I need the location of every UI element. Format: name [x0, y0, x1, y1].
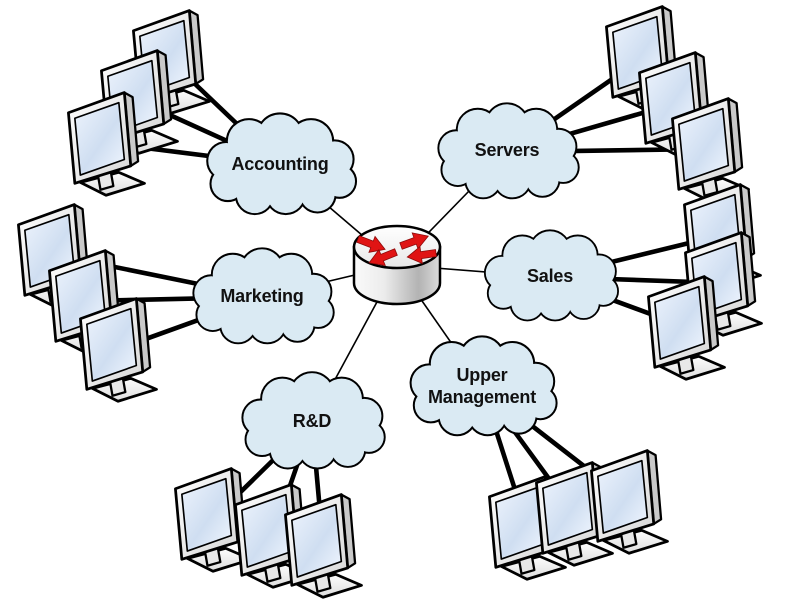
monitor-icon — [79, 297, 158, 403]
cloud-icon-accounting — [208, 114, 355, 213]
router-icon — [352, 224, 442, 306]
cloud-icon-sales — [483, 229, 619, 322]
workstation-cluster-marketing — [17, 203, 158, 403]
workstation-cluster-rnd — [174, 467, 363, 599]
cloud-icon-rnd — [243, 373, 383, 467]
workstation-cluster-accounting — [67, 9, 211, 197]
workstation-cluster-servers — [605, 5, 750, 203]
monitor-icon — [590, 449, 669, 555]
workstation-cluster-upper-management — [488, 449, 669, 581]
monitor-icon — [647, 275, 726, 381]
cloud-icon-marketing — [194, 249, 332, 342]
monitor-icon — [67, 91, 146, 197]
cloud-icon-upper-management — [412, 337, 556, 434]
monitor-icon — [284, 493, 363, 599]
